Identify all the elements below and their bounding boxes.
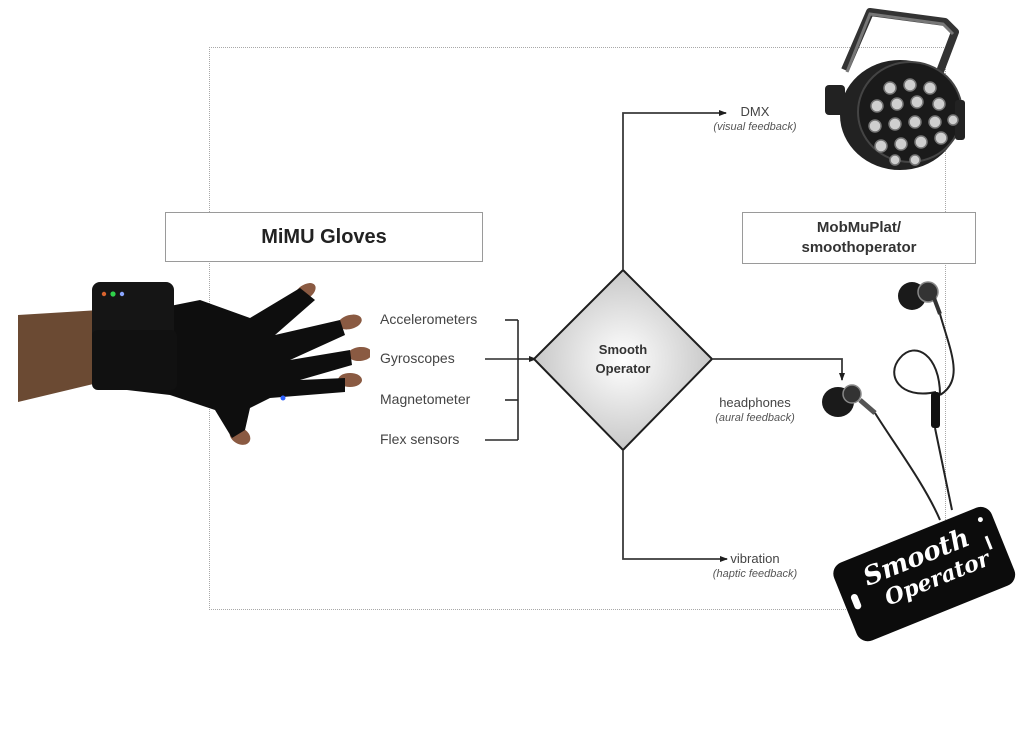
earphones-image [822,281,955,521]
led-green [110,291,116,297]
sensor-label-accelerometers: Accelerometers [380,311,478,327]
processor-label-line1: Smooth [598,342,648,357]
output-vibration-label: vibration [730,551,780,566]
sensor-label-flex-sensors: Flex sensors [380,431,460,447]
mobmuplat-title-box: MobMuPlat/ smoothoperator [742,212,976,264]
processor-label-line2: Operator [595,361,651,376]
mimu-glove-image [18,282,370,445]
platform-title-line1: MobMuPlat/ [816,219,902,236]
headphones-arrow [712,358,845,381]
led-red [101,291,107,297]
dmx-stage-light-image [825,8,965,170]
platform-title-line2: smoothoperator [801,239,917,256]
output-dmx-detail: (visual feedback) [713,121,797,133]
output-headphones-label: headphones [719,395,791,410]
output-dmx-label: DMX [740,104,770,119]
output-vibration: vibration (haptic feedback) [690,551,820,581]
vibration-arrow [622,450,728,562]
mimu-gloves-title-box: MiMU Gloves [165,212,483,262]
inline-remote-icon [931,392,940,428]
output-dmx: DMX (visual feedback) [690,104,820,134]
mimu-gloves-title: MiMU Gloves [261,225,387,248]
output-vibration-detail: (haptic feedback) [712,568,798,580]
forearm-icon [18,310,110,402]
smooth-operator-label: Smooth Operator [563,340,683,378]
sensor-label-gyroscopes: Gyroscopes [380,350,455,366]
phone-speaker-icon [984,535,993,550]
output-headphones: headphones (aural feedback) [690,395,820,425]
dmx-arrow [622,110,727,270]
sensor-bracket [485,319,519,441]
sensor-label-magnetometer: Magnetometer [380,391,471,407]
output-headphones-detail: (aural feedback) [715,412,795,424]
led-blue [119,291,125,297]
led-array-icon [868,78,959,166]
phone-camera-icon [977,516,984,523]
phone-home-button-icon [849,592,863,611]
glove-led-blue [280,395,286,401]
